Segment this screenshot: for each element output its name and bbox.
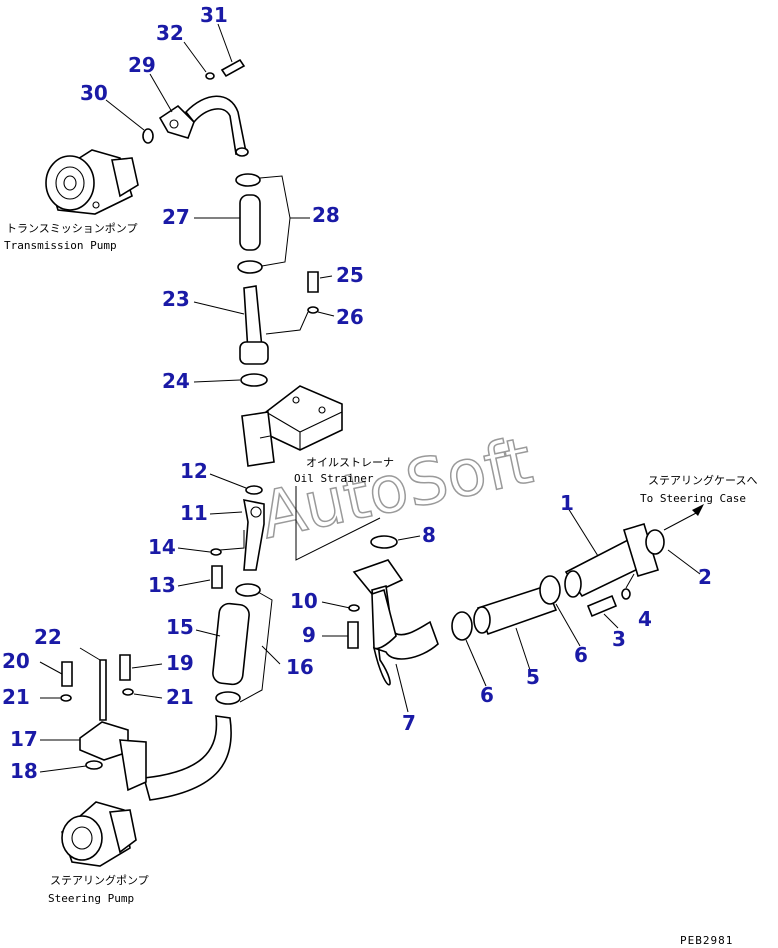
callout-17: 17 bbox=[10, 727, 38, 751]
callout-15: 15 bbox=[166, 615, 194, 639]
part-21-washer-left bbox=[60, 694, 72, 702]
callout-13: 13 bbox=[148, 573, 176, 597]
oil-strainer-label-jp: オイルストレーナ bbox=[306, 456, 394, 469]
callout-21-left: 21 bbox=[2, 685, 30, 709]
callout-31: 31 bbox=[200, 3, 228, 27]
callout-14: 14 bbox=[148, 535, 176, 559]
part-29-flange bbox=[158, 104, 195, 139]
part-32-washer bbox=[205, 72, 215, 80]
part-10-washer bbox=[348, 604, 360, 612]
part-7-flange bbox=[352, 559, 404, 595]
callout-28: 28 bbox=[312, 203, 340, 227]
callout-11: 11 bbox=[180, 501, 208, 525]
callout-20: 20 bbox=[2, 649, 30, 673]
part-15-hose bbox=[212, 602, 250, 686]
callout-24: 24 bbox=[162, 369, 190, 393]
part-3-bolt bbox=[586, 594, 618, 618]
part-2-oring bbox=[645, 529, 665, 555]
callout-1: 1 bbox=[560, 491, 574, 515]
leader-lines bbox=[39, 23, 701, 773]
part-22-fitting bbox=[99, 659, 107, 721]
callout-23: 23 bbox=[162, 287, 190, 311]
part-16-clamp-bottom bbox=[215, 691, 241, 705]
callout-19: 19 bbox=[166, 651, 194, 675]
part-21-washer-right bbox=[122, 688, 134, 696]
part-6-clamp-right bbox=[539, 575, 561, 605]
part-1-flange bbox=[623, 523, 659, 577]
drawing-code: PEB2981 bbox=[680, 934, 733, 947]
part-23-block bbox=[239, 341, 269, 365]
pump-tube bbox=[142, 715, 232, 801]
callout-3: 3 bbox=[612, 627, 626, 651]
callout-9: 9 bbox=[302, 623, 316, 647]
callout-6b: 6 bbox=[480, 683, 494, 707]
callout-30: 30 bbox=[80, 81, 108, 105]
steering-pump-label-en: Steering Pump bbox=[48, 892, 134, 905]
part-27-hose bbox=[239, 194, 261, 251]
callout-numbers: 1 2 3 4 5 6 6 7 8 9 10 11 12 13 14 15 16… bbox=[2, 3, 712, 783]
part-11-elbow bbox=[243, 498, 265, 571]
steering-case-label-en: To Steering Case bbox=[640, 492, 746, 505]
part-12-oring bbox=[245, 485, 263, 495]
callout-16: 16 bbox=[286, 655, 314, 679]
callout-7: 7 bbox=[402, 711, 416, 735]
steering-case-label-jp: ステアリングケースへ bbox=[648, 473, 757, 487]
oil-strainer bbox=[241, 385, 343, 467]
part-24-gasket bbox=[240, 373, 268, 387]
callout-4: 4 bbox=[638, 607, 652, 631]
transmission-pump-label-jp: トランスミッションポンプ bbox=[6, 222, 137, 235]
callout-32: 32 bbox=[156, 21, 184, 45]
part-9-bolt bbox=[347, 621, 359, 649]
part-13-bolt bbox=[211, 565, 223, 589]
part-18-oring bbox=[85, 760, 103, 770]
part-20-bolt bbox=[61, 661, 73, 687]
steering-pump-label-jp: ステアリングポンプ bbox=[50, 873, 149, 887]
callout-22: 22 bbox=[34, 625, 62, 649]
part-14-washer bbox=[210, 548, 222, 556]
callout-6a: 6 bbox=[574, 643, 588, 667]
transmission-pump bbox=[45, 149, 139, 215]
part-16-clamp-top bbox=[235, 583, 261, 597]
part-30-oring bbox=[142, 128, 154, 144]
part-28-clamp-top bbox=[235, 173, 261, 187]
transmission-pump-label-en: Transmission Pump bbox=[4, 239, 117, 252]
callout-12: 12 bbox=[180, 459, 208, 483]
callout-21-right: 21 bbox=[166, 685, 194, 709]
part-19-bolt bbox=[119, 654, 131, 681]
callout-25: 25 bbox=[336, 263, 364, 287]
tube-upper bbox=[184, 95, 247, 155]
callout-10: 10 bbox=[290, 589, 318, 613]
part-4-washer bbox=[621, 588, 631, 600]
part-28-clamp-bottom bbox=[237, 260, 263, 274]
part-8-gasket bbox=[370, 535, 398, 549]
steering-pump bbox=[61, 801, 137, 867]
part-25-bolt bbox=[307, 271, 319, 293]
callout-8: 8 bbox=[422, 523, 436, 547]
callout-5: 5 bbox=[526, 665, 540, 689]
callout-29: 29 bbox=[128, 53, 156, 77]
oil-strainer-label-en: Oil Strainer bbox=[294, 472, 374, 485]
part-26-washer bbox=[307, 306, 319, 314]
part-6-clamp-left bbox=[451, 611, 473, 641]
callout-18: 18 bbox=[10, 759, 38, 783]
callout-26: 26 bbox=[336, 305, 364, 329]
callout-2: 2 bbox=[698, 565, 712, 589]
part-31-bolt bbox=[220, 58, 246, 78]
callout-27: 27 bbox=[162, 205, 190, 229]
